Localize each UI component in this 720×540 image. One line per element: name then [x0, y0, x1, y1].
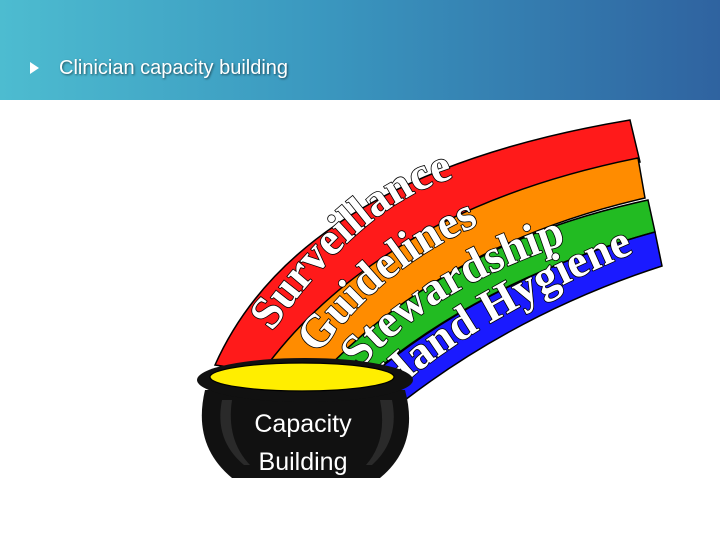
pot-icon: Capacity Building	[197, 358, 413, 478]
pot-label-line2: Building	[259, 448, 348, 476]
pot-gold	[210, 363, 394, 391]
pot-label-line1: Capacity	[254, 410, 352, 438]
